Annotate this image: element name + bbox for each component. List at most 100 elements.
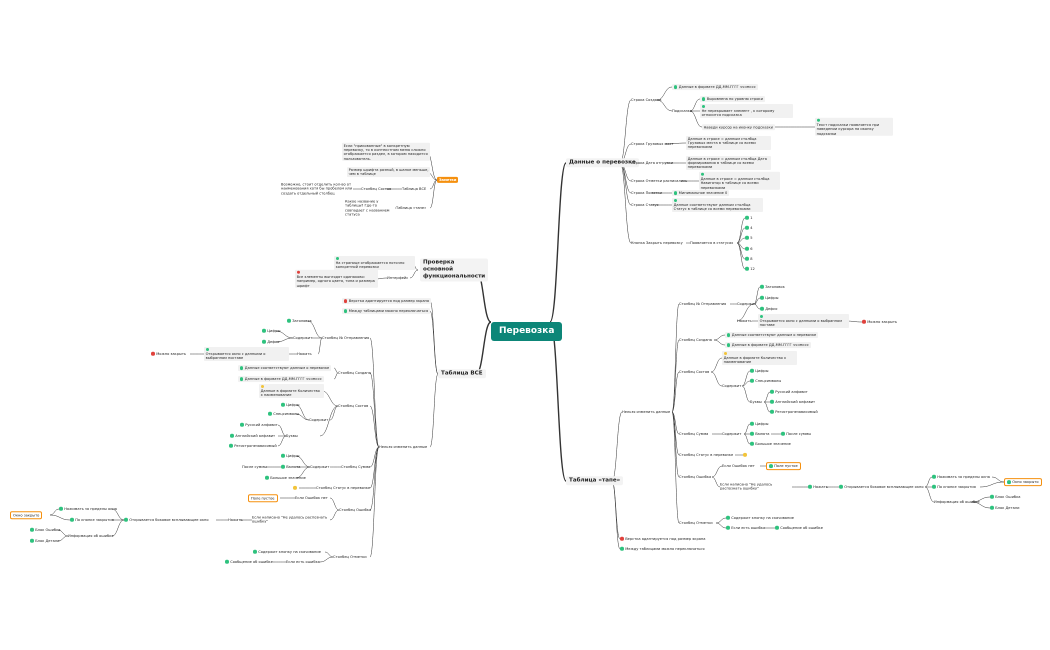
all-empty-field: Поле пустое <box>248 494 278 502</box>
connector-line <box>429 373 439 448</box>
check-same-look: Все элементы выглядят одинаково: наприме… <box>295 269 379 289</box>
tape-outside[interactable]: Нажимать за пределы окна <box>932 475 990 479</box>
tape-can-close: Можно закрыть <box>862 320 897 324</box>
connector-line <box>369 337 380 448</box>
ok-dot <box>673 191 678 195</box>
root-node[interactable]: Перевозка <box>491 322 563 341</box>
data-date-data: Данные в строке = данным столбца Дата фо… <box>686 155 772 171</box>
ok-dot <box>745 247 749 251</box>
branch-tape[interactable]: Таблица «тапе» <box>566 476 624 486</box>
tape-col-marks[interactable]: Столбец Отметки <box>679 520 713 525</box>
all-switch: Между таблицами можно переключаться <box>342 308 430 314</box>
tape-after-sum: После суммы <box>781 432 811 436</box>
tape-by-close[interactable]: По кнопке закрытия <box>932 485 976 489</box>
all-col-num[interactable]: Столбец № Отправления <box>322 335 370 340</box>
ok-dot <box>775 526 779 530</box>
ok-dot <box>281 454 285 458</box>
tape-case: Регистронезависимый <box>770 410 818 414</box>
data-date-row[interactable]: Строка Дата отгрузки <box>631 160 674 165</box>
connector-line <box>295 404 310 421</box>
tape-press[interactable]: Нажать <box>737 318 752 323</box>
all-col-marks[interactable]: Столбец Отметки <box>333 554 367 559</box>
notes-badge[interactable]: Заметки <box>437 176 459 184</box>
ok-dot <box>759 314 764 319</box>
data-marks-row[interactable]: Строка Отметки расписались <box>631 178 688 183</box>
tape-col-num[interactable]: Столбец № Отправления <box>679 301 727 306</box>
all-col-sum[interactable]: Столбец Сумма <box>341 464 371 469</box>
data-cargo-row[interactable]: Строка Грузовых мест <box>631 141 674 146</box>
connector-line <box>49 508 60 516</box>
note-3-table: Таблица ВСЕ <box>402 186 427 191</box>
tape-err-press[interactable]: Нажать <box>808 485 828 489</box>
ok-dot <box>701 97 706 101</box>
connector-line <box>111 508 125 521</box>
all-contains: Содержит <box>293 335 313 340</box>
connector-line <box>57 535 69 542</box>
connector-line <box>369 372 380 448</box>
data-close-button-row[interactable]: Кнопка Закрыть перевозку <box>631 240 683 245</box>
tape-col-status[interactable]: Столбец Статус в перевозке <box>679 452 734 457</box>
all-press[interactable]: Нажать <box>297 351 312 356</box>
ok-dot <box>726 526 730 530</box>
tape-has-button: Содержит кнопку на скачивание <box>726 516 794 520</box>
branch-check[interactable]: Проверка основной функциональности <box>420 258 489 282</box>
ok-dot <box>229 444 233 448</box>
connector-line <box>475 321 492 375</box>
tape-comp-digits: Цифры <box>750 369 769 373</box>
ok-dot <box>70 518 74 522</box>
all-by-close[interactable]: По кнопке закрытия <box>70 518 114 522</box>
all-err-press[interactable]: Нажать <box>228 517 243 522</box>
connector-line <box>736 217 746 244</box>
data-tooltip[interactable]: Подсказка <box>672 108 693 113</box>
all-window-closed: Окно закрыто <box>10 511 43 519</box>
data-status-row[interactable]: Строка Статус <box>631 202 659 207</box>
tape-window-closed: Окно закрыто <box>1004 478 1042 486</box>
connector-line <box>671 371 680 413</box>
all-col-err[interactable]: Столбец Ошибка <box>339 507 372 512</box>
connector-line <box>656 99 673 112</box>
connector-line <box>763 391 771 403</box>
all-col-status[interactable]: Столбец Статус в перевозке <box>316 485 371 490</box>
tape-en: Английский алфавит <box>770 400 815 404</box>
ok-dot <box>745 226 749 230</box>
all-col-created[interactable]: Столбец Создана <box>338 370 371 375</box>
connector-line <box>611 480 621 540</box>
ok-dot <box>760 296 764 300</box>
all-outside[interactable]: Нажимать за пределы окна <box>59 507 117 511</box>
data-hover-action[interactable]: Наведи курсор на иконку подсказки <box>702 124 775 130</box>
tape-status-dot <box>743 453 748 457</box>
connector-line <box>710 357 723 373</box>
tape-empty-field: Поле пустое <box>766 462 801 470</box>
connector-line <box>295 466 311 479</box>
tape-info: Информация об ошибке <box>934 499 980 504</box>
connector-line <box>324 551 334 558</box>
data-tooltip-align: Выровнена по уровню строки <box>700 96 765 102</box>
data-cargo-data: Данные в строке = данным столбца Грузовы… <box>686 135 772 151</box>
connector-line <box>277 424 287 437</box>
warn-dot <box>723 351 728 356</box>
data-note-row[interactable]: Строка Пометки <box>631 190 663 195</box>
tape-col-created[interactable]: Столбец Создана <box>679 337 712 342</box>
ok-dot <box>287 319 291 323</box>
tape-opens-window: Открывается окно с данными о выбранном п… <box>758 313 850 329</box>
all-col-comp[interactable]: Столбец Состав <box>338 403 369 408</box>
tape-col-sum[interactable]: Столбец Сумма <box>679 431 709 436</box>
data-created-row[interactable]: Строка Создана <box>631 97 662 102</box>
ok-dot <box>770 390 774 394</box>
connector-line <box>277 435 287 447</box>
tape-col-err[interactable]: Столбец Ошибка <box>679 474 712 479</box>
ok-dot <box>781 432 785 436</box>
ok-dot <box>239 366 244 370</box>
branch-all-table[interactable]: Таблица ВСЕ <box>438 369 486 379</box>
connector-line <box>429 179 438 190</box>
connector-line <box>319 556 334 563</box>
tape-col-comp[interactable]: Столбец Состав <box>679 369 710 374</box>
all-popup: Открывается боковое всплывающее окно <box>124 518 209 522</box>
branch-data[interactable]: Данные о перевозке <box>566 158 639 168</box>
tape-comp-format: Данные в формате Количество х наименован… <box>722 350 798 366</box>
check-interface[interactable]: Интерфейс <box>387 275 409 280</box>
connector-line <box>57 529 69 537</box>
note-4: Какое название у таблицы? Где-то совпада… <box>345 199 390 217</box>
connector-line <box>743 423 751 435</box>
ok-dot <box>59 507 63 511</box>
